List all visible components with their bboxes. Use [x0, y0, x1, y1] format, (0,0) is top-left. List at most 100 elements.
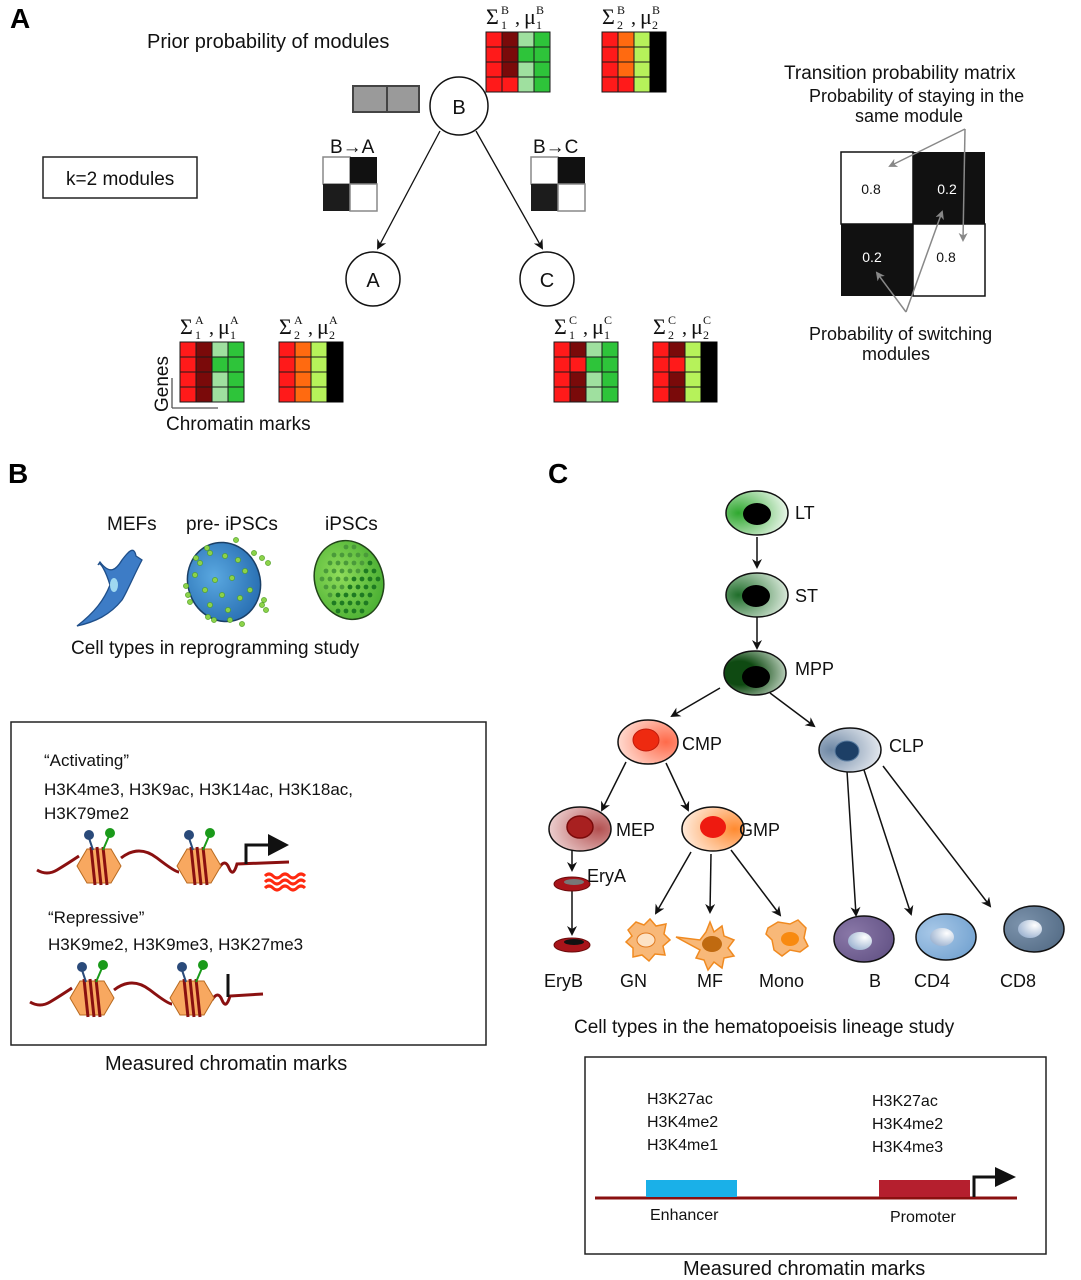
vesicle-dot: [247, 587, 253, 593]
heatmap-c1: [553, 341, 619, 403]
activating-marks-line2: H3K79me2: [44, 804, 129, 823]
subscript: 1: [536, 18, 542, 32]
staying-label-line2: same module: [855, 106, 963, 126]
chromatin-dot: [355, 584, 361, 590]
cell-lt: [725, 490, 789, 536]
label-eryb: EryB: [544, 971, 583, 991]
label-erya: EryA: [587, 866, 626, 886]
label-cmp: CMP: [682, 734, 722, 754]
chromatin-dot: [363, 584, 369, 590]
transition-probability-matrix: Transition probability matrix Probabilit…: [784, 63, 1024, 364]
heatmap-cell: [649, 31, 667, 48]
vesicle-dot: [211, 617, 217, 623]
superscript: A: [294, 313, 303, 327]
chromatin-dot: [355, 552, 361, 558]
heatmap-cell: [533, 31, 551, 48]
chromatin-dot: [363, 568, 369, 574]
superscript: A: [329, 313, 338, 327]
subscript: 2: [703, 328, 709, 342]
subscript: 2: [617, 18, 623, 32]
vesicle-dot: [259, 555, 265, 561]
chromatin-dot: [359, 592, 365, 598]
chromatin-dot: [343, 544, 349, 550]
heatmap-c2: [652, 341, 718, 403]
measured-marks-caption-c: Measured chromatin marks: [683, 1258, 925, 1280]
subscript: 1: [569, 328, 575, 342]
heatmap-cell: [326, 386, 344, 403]
heatmap-cell: [585, 371, 603, 388]
vesicle-dot: [229, 575, 235, 581]
label-gmp: GMP: [739, 820, 780, 840]
chromatin-dot: [351, 592, 357, 598]
heatmap-cell: [649, 46, 667, 63]
heatmap-b1: [485, 31, 551, 93]
vesicle-dot: [242, 568, 248, 574]
heatmap-cell: [294, 371, 312, 388]
subscript: 2: [294, 328, 300, 342]
panel-label-b: B: [8, 458, 28, 489]
heatmap-cell: [601, 76, 619, 93]
histone-mark-blue: [177, 962, 187, 972]
heatmap-b2: [601, 31, 667, 93]
node-b: B: [429, 76, 489, 136]
promoter-label: Promoter: [890, 1209, 956, 1226]
node-b-label: B: [452, 97, 465, 119]
superscript: B: [501, 3, 509, 17]
active-nucleosome-diagram: [36, 828, 290, 886]
heatmap-a2: [278, 341, 344, 403]
heatmap-cell: [601, 31, 619, 48]
comma: ,: [209, 317, 214, 339]
heatmap-cell: [684, 356, 702, 373]
chromatin-dot: [335, 560, 341, 566]
chromatin-dot: [343, 576, 349, 582]
chromatin-dot: [347, 568, 353, 574]
vesicle-dot: [197, 560, 203, 566]
chromatin-dot: [339, 568, 345, 574]
heatmap-cell: [553, 341, 571, 358]
cell-clp: [818, 727, 882, 773]
chromatin-dot: [343, 560, 349, 566]
heatmap-cell: [684, 341, 702, 358]
heatmap-cell: [227, 371, 245, 388]
activating-marks-line1: H3K4me3, H3K9ac, H3K14ac, H3K18ac,: [44, 780, 353, 799]
chromatin-dot: [339, 600, 345, 606]
lineage-arrows: [567, 537, 992, 936]
prior-probability-bar: [352, 85, 420, 113]
histone-mark-green: [105, 828, 115, 838]
heatmap-cell: [652, 341, 670, 358]
measured-marks-caption-b: Measured chromatin marks: [105, 1053, 347, 1075]
chromatin-dot: [355, 600, 361, 606]
heatmap-cell: [633, 76, 651, 93]
heatmap-cell: [195, 386, 213, 403]
prior-probability-title: Prior probability of modules: [147, 31, 389, 53]
comma: ,: [631, 7, 636, 29]
mu-symbol: μ: [317, 314, 329, 339]
heatmap-cell: [294, 341, 312, 358]
comma: ,: [682, 317, 687, 339]
vesicle-dot: [233, 537, 239, 543]
reprogramming-caption: Cell types in reprogramming study: [71, 638, 360, 659]
heatmap-cell: [485, 61, 503, 78]
comma: ,: [583, 317, 588, 339]
heatmap-cell: [326, 371, 344, 388]
heatmap-cell: [517, 31, 535, 48]
mef-cell-icon: [76, 549, 143, 627]
heatmap-cell: [668, 341, 686, 358]
heatmap-cell: [601, 356, 619, 373]
chromatin-dot: [331, 552, 337, 558]
heatmap-cell: [569, 341, 587, 358]
chromatin-dot: [327, 560, 333, 566]
switching-label-line1: Probability of switching: [809, 324, 992, 344]
vesicle-dot: [204, 545, 210, 551]
heatmap-cell: [310, 356, 328, 373]
vesicle-dot: [237, 595, 243, 601]
vesicle-dot: [183, 583, 189, 589]
heatmap-cell: [501, 76, 519, 93]
heatmap-cell: [310, 371, 328, 388]
chromatin-dot: [335, 576, 341, 582]
heatmap-cell: [211, 341, 229, 358]
